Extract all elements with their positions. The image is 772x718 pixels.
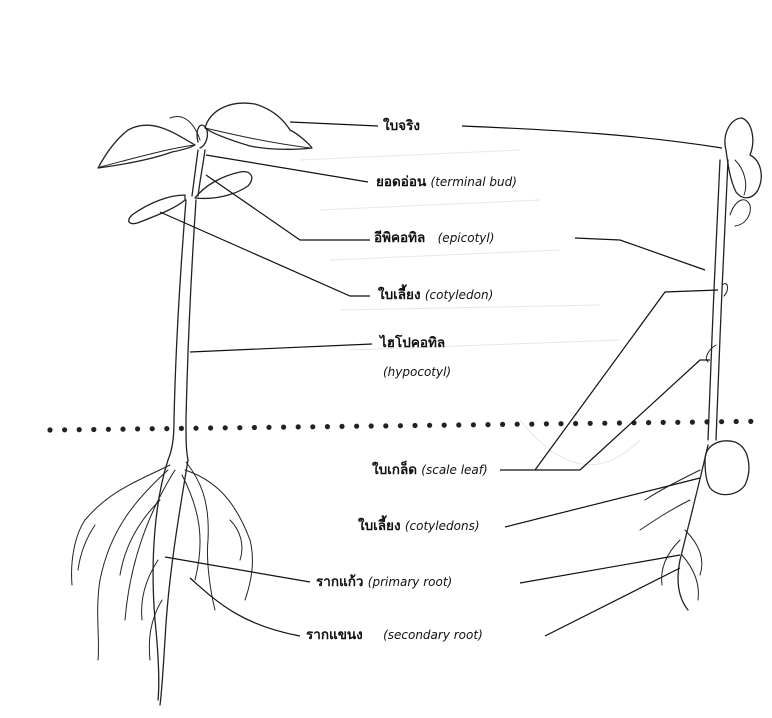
left-true-leaf-1 — [98, 125, 195, 168]
ground-dot — [252, 425, 257, 430]
ground-dot — [296, 424, 301, 429]
left-seedling — [72, 103, 312, 705]
label-scale-leaf-en: (scale leaf) — [421, 463, 487, 477]
label-secondary-root: รากแขนง (secondary root) — [306, 627, 483, 643]
ground-dot — [748, 419, 753, 424]
ground-dot — [573, 421, 578, 426]
ground-dot — [369, 423, 374, 428]
right-true-leaf — [725, 118, 761, 198]
label-cotyledon: ใบเลี้ยง (cotyledon) — [378, 287, 493, 303]
ground-dot — [427, 423, 432, 428]
label-secondary-root-th: รากแขนง — [306, 627, 363, 643]
label-epicotyl: อีพิคอทิล (epicotyl) — [374, 230, 494, 246]
ground-dot — [412, 423, 417, 428]
right-seedling — [640, 118, 761, 610]
ground-dot — [354, 424, 359, 429]
ground-dot — [62, 427, 67, 432]
ground-dot — [456, 422, 461, 427]
label-cotyledons-en: (cotyledons) — [405, 519, 480, 533]
label-cotyledons: ใบเลี้ยง (cotyledons) — [358, 518, 480, 534]
ground-dot — [690, 420, 695, 425]
label-hypocotyl: ไฮโปคอทิล — [380, 335, 445, 351]
label-secondary-root-en: (secondary root) — [383, 628, 483, 642]
label-cotyledons-th: ใบเลี้ยง — [358, 518, 401, 534]
label-scale-leaf: ใบเกล็ด (scale leaf) — [372, 462, 488, 478]
label-epicotyl-th: อีพิคอทิล — [374, 230, 425, 246]
label-terminal-bud-th: ยอดอ่อน — [376, 174, 426, 190]
ground-dot — [47, 427, 52, 432]
label-true-leaf-th: ใบจริง — [383, 118, 420, 134]
ground-dot — [500, 422, 505, 427]
left-cotyledon-1 — [195, 172, 252, 199]
label-cotyledon-th: ใบเลี้ยง — [378, 287, 421, 303]
ground-dot — [135, 426, 140, 431]
label-terminal-bud: ยอดอ่อน (terminal bud) — [376, 174, 517, 190]
ground-dot — [719, 419, 724, 424]
label-hypocotyl-th: ไฮโปคอทิล — [380, 335, 445, 351]
background-texture — [300, 150, 640, 465]
ground-dot — [339, 424, 344, 429]
ground-dot — [120, 427, 125, 432]
ground-dot — [515, 422, 520, 427]
right-cotyledons — [705, 441, 749, 495]
label-hypocotyl-english: (hypocotyl) — [383, 364, 451, 380]
ground-dot — [646, 420, 651, 425]
ground-dot — [325, 424, 330, 429]
ground-dot — [602, 421, 607, 426]
ground-dot — [179, 426, 184, 431]
label-primary-root-th: รากแก้ว — [316, 574, 363, 590]
ground-dot — [544, 421, 549, 426]
ground-dot — [734, 419, 739, 424]
ground-dot — [558, 421, 563, 426]
label-epicotyl-en: (epicotyl) — [438, 231, 495, 245]
left-true-leaf-2 — [205, 103, 312, 149]
label-scale-leaf-th: ใบเกล็ด — [372, 462, 417, 478]
ground-dot — [485, 422, 490, 427]
ground-dot — [193, 426, 198, 431]
label-hypocotyl-en: (hypocotyl) — [383, 365, 451, 379]
label-primary-root-en: (primary root) — [368, 575, 452, 589]
ground-dot — [471, 422, 476, 427]
ground-dot — [91, 427, 96, 432]
ground-dot — [529, 422, 534, 427]
ground-dot — [281, 425, 286, 430]
ground-dot — [398, 423, 403, 428]
ground-dot — [310, 424, 315, 429]
label-cotyledon-en: (cotyledon) — [425, 288, 493, 302]
ground-dot — [661, 420, 666, 425]
ground-line — [47, 419, 753, 433]
ground-dot — [442, 423, 447, 428]
ground-dot — [106, 427, 111, 432]
ground-dot — [588, 421, 593, 426]
label-true-leaf: ใบจริง — [383, 118, 420, 134]
ground-dot — [164, 426, 169, 431]
ground-dot — [208, 425, 213, 430]
ground-dot — [266, 425, 271, 430]
ground-dot — [237, 425, 242, 430]
label-terminal-bud-en: (terminal bud) — [431, 175, 517, 189]
ground-dot — [150, 426, 155, 431]
label-primary-root: รากแก้ว (primary root) — [316, 574, 452, 590]
ground-dot — [223, 425, 228, 430]
ground-dot — [383, 423, 388, 428]
ground-dot — [675, 420, 680, 425]
ground-dot — [617, 420, 622, 425]
ground-dot — [77, 427, 82, 432]
